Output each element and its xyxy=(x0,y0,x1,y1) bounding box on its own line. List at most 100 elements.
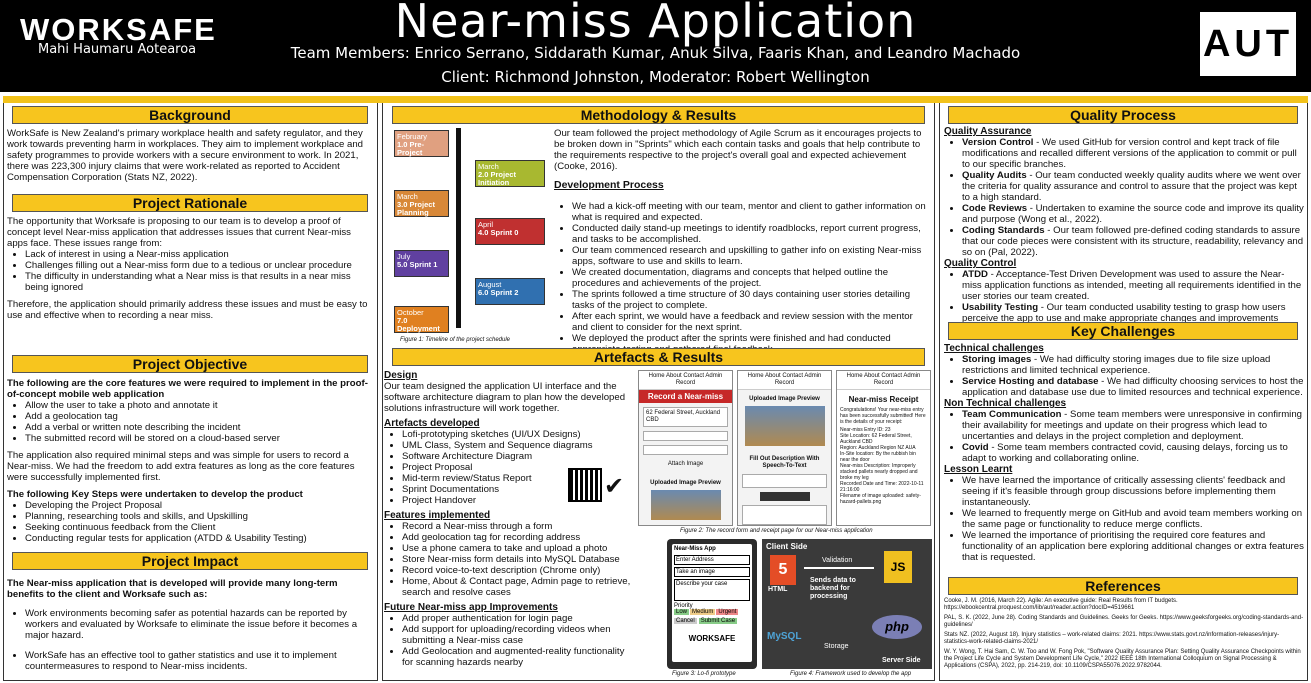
mock-field xyxy=(742,474,827,488)
list-item: Allow the user to take a photo and annot… xyxy=(25,400,374,411)
qa-title: Quality Assurance xyxy=(944,126,1032,137)
html5-icon: 5 xyxy=(770,555,796,585)
accent-stripe xyxy=(3,96,1308,103)
arrow-icon xyxy=(804,567,874,569)
html-label: HTML xyxy=(768,586,788,593)
list-item: Challenges filling out a Near-miss form … xyxy=(25,260,374,271)
worksafe-subtitle: Mahi Haumaru Aotearoa xyxy=(38,42,197,57)
list-item: Quality Audits - Our team conducted week… xyxy=(962,170,1304,203)
mock-nav: Home About Contact Admin Record xyxy=(837,371,930,390)
reference-item: W. Y. Wong, T. Hai Sam, C. W. Too and W.… xyxy=(944,649,1301,669)
list-item: Team Communication - Some team members w… xyxy=(962,409,1306,442)
references-heading: References xyxy=(948,577,1298,595)
list-item: Add Geolocation and augmented-reality fu… xyxy=(402,646,634,668)
dev-process-title: Development Process xyxy=(554,179,664,191)
mock-field xyxy=(643,431,728,441)
client-side-label: Client Side xyxy=(766,542,808,551)
lofi-describe: Describe your case xyxy=(674,579,750,601)
tech-challenges-title: Technical challenges xyxy=(944,343,1044,354)
artefacts-dev-title: Artefacts developed xyxy=(384,418,480,429)
rationale-heading: Project Rationale xyxy=(12,194,368,212)
upload-preview-screenshot: Home About Contact Admin Record Uploaded… xyxy=(737,370,832,526)
quality-heading: Quality Process xyxy=(948,106,1298,124)
reference-item: Stats NZ. (2022, August 18). Injury stat… xyxy=(944,632,1280,645)
list-item: Service Hosting and database - We had di… xyxy=(962,376,1306,398)
poster-title: Near-miss Application xyxy=(394,0,917,48)
rationale-body: The opportunity that Worksafe is proposi… xyxy=(7,216,374,321)
timeline-month: August xyxy=(478,280,502,289)
architecture-diagram: Client Side 5 HTML Validation JS Sends d… xyxy=(762,539,932,669)
list-item: Home, About & Contact page, Admin page t… xyxy=(402,576,634,598)
list-item: We learned to frequently merge on GitHub… xyxy=(962,508,1306,530)
timeline-month: July xyxy=(397,252,411,261)
mock-receipt-title: Near-miss Receipt xyxy=(848,395,919,404)
timeline-label: 6.0 Sprint 2 xyxy=(478,288,519,297)
client-line: Client: Richmond Johnston, Moderator: Ro… xyxy=(441,68,870,86)
mock-speech-label: Fill Out Description With Speech-To-Text xyxy=(749,456,820,469)
list-item: Project Proposal xyxy=(402,462,634,473)
mock-nav: Home About Contact Admin Record xyxy=(639,371,732,390)
lofi-priority: Priority xyxy=(674,603,693,609)
js-icon: JS xyxy=(884,551,912,583)
list-item: UML Class, System and Sequence diagrams xyxy=(402,440,634,451)
timeline-month: March xyxy=(478,162,499,171)
server-side-label: Server Side xyxy=(882,657,921,664)
mock-form-title: Record a Near-miss xyxy=(639,390,732,403)
features-title: Features implemented xyxy=(384,510,491,521)
objective-body: The following are the core features we w… xyxy=(7,378,374,544)
figure3-caption: Figure 3: Lo-fi prototype xyxy=(672,671,736,677)
lofi-prototype: Near-Miss App Enter Address Take an imag… xyxy=(667,539,757,669)
sends-data-label: Sends data to backend for processing xyxy=(810,577,856,600)
list-item: Lofi-prototyping sketches (UI/UX Designs… xyxy=(402,429,634,440)
nontech-challenges-title: Non Technical challenges xyxy=(944,398,1067,409)
design-text: Our team designed the application UI int… xyxy=(384,381,626,414)
mock-image-preview xyxy=(650,490,721,520)
objective-lead: The following are the core features we w… xyxy=(7,378,368,400)
timeline-month: April xyxy=(478,220,494,229)
list-item: Add geolocation tag for recording addres… xyxy=(402,532,634,543)
mysql-icon: MySQL xyxy=(767,631,802,642)
header-banner: WORKSAFE Mahi Haumaru Aotearoa Near-miss… xyxy=(0,0,1311,92)
mock-attach-label: Attach Image xyxy=(667,461,704,467)
receipt-screenshot: Home About Contact Admin Record Near-mis… xyxy=(836,370,931,526)
list-item: The difficulty in understanding what a N… xyxy=(25,271,374,293)
list-item: Store Near-miss form details into MySQL … xyxy=(402,554,634,565)
list-item: Add support for uploading/recording vide… xyxy=(402,624,634,646)
background-heading: Background xyxy=(12,106,368,124)
list-item: Software Architecture Diagram xyxy=(402,451,634,462)
list-item: Work environments becoming safer as pote… xyxy=(25,608,374,641)
worksafe-logo: WORKSAFE xyxy=(20,12,217,47)
list-item: Lack of interest in using a Near-miss ap… xyxy=(25,249,374,260)
storage-label: Storage xyxy=(824,643,849,650)
qr-code-icon xyxy=(568,468,602,502)
rationale-intro: The opportunity that Worksafe is proposi… xyxy=(7,216,351,249)
list-item: Mid-term review/Status Report xyxy=(402,473,634,484)
impact-heading: Project Impact xyxy=(12,552,368,570)
lofi-address: Enter Address xyxy=(674,555,750,565)
methodology-heading: Methodology & Results xyxy=(392,106,925,124)
lofi-priority-buttons: Low Medium Urgent xyxy=(674,609,739,615)
list-item: Sprint Documentations xyxy=(402,484,634,495)
list-item: Conducting regular tests for application… xyxy=(25,533,374,544)
list-item: Project Handover xyxy=(402,495,634,506)
lofi-action-buttons: Cancel Submit Case xyxy=(674,618,738,624)
timeline-label: 7.0 Deployment xyxy=(397,316,440,333)
lofi-image: Take an image xyxy=(674,567,750,577)
list-item: Record voice-to-text description (Chrome… xyxy=(402,565,634,576)
mock-receipt-body: Congratulations! Your near-miss entry ha… xyxy=(840,407,926,505)
list-item: Add proper authentication for login page xyxy=(402,613,634,624)
timeline-month: October xyxy=(397,308,424,317)
timeline-month: March xyxy=(397,192,418,201)
challenges-body: Technical challenges Storing images - We… xyxy=(944,343,1306,563)
list-item: Use a phone camera to take and upload a … xyxy=(402,543,634,554)
figure4-caption: Figure 4: Framework used to develop the … xyxy=(790,671,912,677)
list-item: The submitted record will be stored on a… xyxy=(25,433,374,444)
timeline-label: 3.0 Project Planning xyxy=(397,200,435,217)
reference-item: Cooke, J. M. (2016, March 22). Agile: An… xyxy=(944,598,1178,611)
php-icon: php xyxy=(872,615,922,639)
list-item: The sprints followed a time structure of… xyxy=(572,289,930,311)
